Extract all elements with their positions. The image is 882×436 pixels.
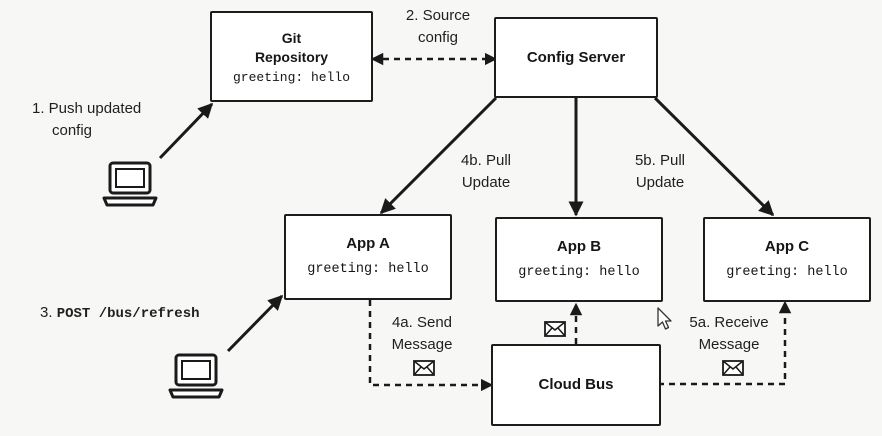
label-source-config: 2. Source config <box>392 5 484 49</box>
label-4b-line2: Update <box>461 174 511 191</box>
app-c-value: greeting: hello <box>726 264 848 280</box>
config-server-box: Config Server <box>494 17 658 98</box>
label-5a-line1: 5a. Receive <box>689 314 769 331</box>
arrow-pull-app-c <box>653 96 775 217</box>
label-post-refresh: 3. POST /bus/refresh <box>40 302 200 325</box>
envelope-icon <box>413 360 435 376</box>
app-a-title: App A <box>346 235 390 252</box>
app-b-box: App B greeting: hello <box>495 217 663 302</box>
app-b-value: greeting: hello <box>518 264 640 280</box>
label-4a-send-message: 4a. Send Message <box>378 312 466 356</box>
label-source-line1: 2. Source <box>405 7 471 24</box>
label-5b-line2: Update <box>635 174 685 191</box>
cloud-bus-title: Cloud Bus <box>538 376 614 393</box>
label-4b-pull-update: 4b. Pull Update <box>442 150 530 194</box>
app-c-box: App C greeting: hello <box>703 217 871 302</box>
git-repository-title-line1: Git <box>281 29 302 46</box>
label-source-line2: config <box>417 29 459 46</box>
label-push-updated-config: 1. Push updated config <box>32 98 141 142</box>
arrow-post-refresh <box>226 294 284 353</box>
envelope-icon <box>544 321 566 337</box>
laptop-icon <box>102 161 158 207</box>
label-5b-line1: 5b. Pull <box>634 152 686 169</box>
laptop-icon <box>168 353 224 399</box>
label-5b-pull-update: 5b. Pull Update <box>616 150 704 194</box>
label-post-prefix: 3. <box>40 304 57 321</box>
git-repository-title-line2: Repository <box>254 48 329 65</box>
label-4a-line1: 4a. Send <box>391 314 453 331</box>
arrow-pull-app-a <box>379 96 498 215</box>
arrow-receive-message <box>658 300 792 386</box>
arrow-send-message <box>368 300 494 392</box>
label-5a-line2: Message <box>698 336 760 353</box>
label-push-line2: config <box>52 122 93 139</box>
label-4b-line1: 4b. Pull <box>460 152 512 169</box>
label-4a-line2: Message <box>391 336 453 353</box>
label-5a-receive-message: 5a. Receive Message <box>674 312 784 356</box>
git-repository-value: greeting: hello <box>232 69 351 85</box>
envelope-icon <box>722 360 744 376</box>
config-server-title: Config Server <box>526 48 626 66</box>
label-push-line1: 1. Push updated <box>32 100 142 117</box>
cloud-bus-box: Cloud Bus <box>491 344 661 426</box>
app-a-value: greeting: hello <box>307 262 429 277</box>
git-repository-box: Git Repository greeting: hello <box>210 11 373 102</box>
arrow-push-to-git <box>158 102 214 160</box>
app-a-box: App A greeting: hello <box>284 214 452 300</box>
app-b-title: App B <box>556 237 602 255</box>
app-c-title: App C <box>764 237 810 255</box>
label-post-command: POST /bus/refresh <box>56 306 200 322</box>
mouse-cursor-icon <box>657 307 672 330</box>
